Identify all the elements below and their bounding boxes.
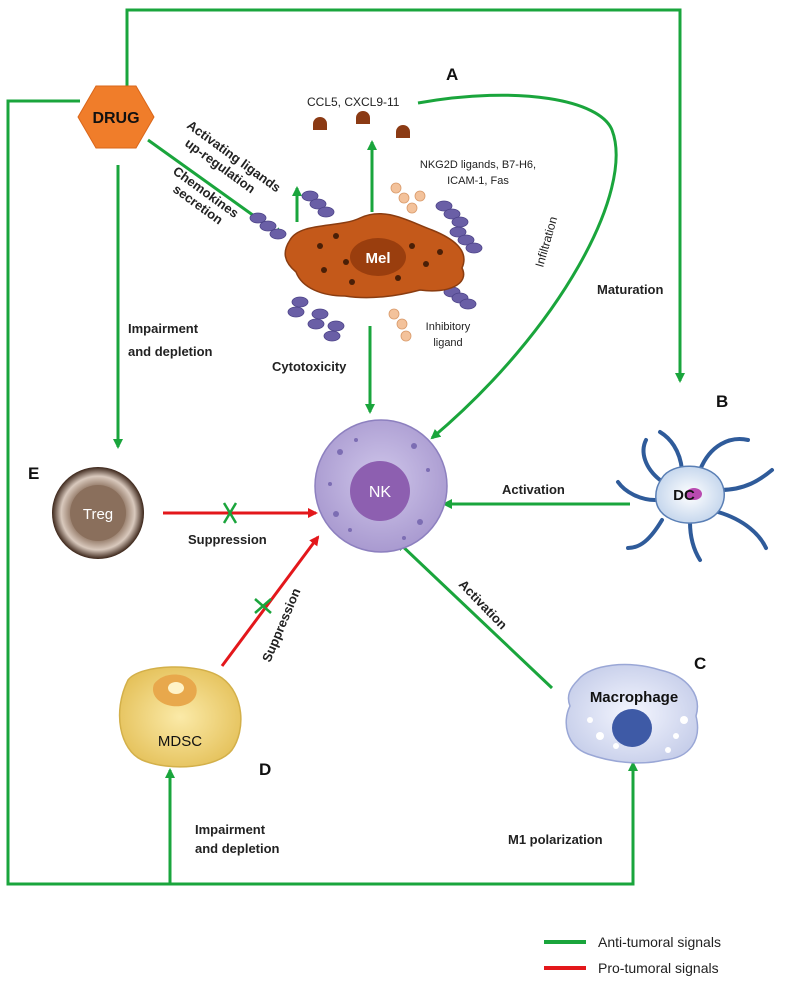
drug-node: DRUG [77, 85, 155, 149]
inhibitory-label-line2: ligand [433, 337, 462, 349]
drug-label: DRUG [92, 110, 139, 127]
legend-pro-label: Pro-tumoral signals [598, 960, 719, 976]
inhibitory-label-line1: Inhibitory [426, 321, 471, 333]
impairment-bottom-label-line1: Impairment [195, 822, 266, 837]
panel-letter-b: B [716, 392, 728, 411]
maturation-label: Maturation [597, 282, 664, 297]
panel-letter-c: C [694, 654, 706, 673]
mel-cell: Mel [284, 213, 465, 299]
macrophage-cell: Macrophage [565, 663, 699, 764]
inhibitory-ligands [388, 182, 426, 342]
block-x-mdsc [254, 598, 272, 614]
chemokines-label: CCL5, CXCL9-11 [307, 95, 400, 109]
mdsc-cell: MDSC [118, 666, 242, 768]
legend-anti-label: Anti-tumoral signals [598, 934, 721, 950]
drug-left-loop-line [6, 99, 638, 886]
infiltration-label: Infiltration [532, 215, 560, 269]
nk-label: NK [369, 484, 392, 501]
legend: Anti-tumoral signals Pro-tumoral signals [544, 934, 721, 976]
impairment-top-label-line2: and depletion [128, 344, 213, 359]
chemokine-shapes [313, 111, 410, 138]
mdsc-label: MDSC [158, 733, 202, 750]
suppression-treg-label: Suppression [188, 532, 267, 547]
cytotoxicity-label: Cytotoxicity [272, 359, 347, 374]
panel-letter-e: E [28, 464, 39, 483]
drug-to-dc-line [125, 8, 685, 383]
suppression-mdsc-label: Suppression [259, 586, 304, 664]
nk-cell: NK [314, 419, 448, 553]
dc-label: DC [673, 487, 695, 504]
nkg2d-label-line1: NKG2D ligands, B7-H6, [420, 159, 536, 171]
macrophage-label: Macrophage [590, 689, 678, 706]
block-x-treg [222, 502, 238, 524]
mel-receptors [249, 190, 483, 342]
impairment-bottom-label-line2: and depletion [195, 841, 280, 856]
m1-polarization-label: M1 polarization [508, 832, 603, 847]
panel-letter-a: A [446, 65, 458, 84]
activation-dc-label: Activation [502, 482, 565, 497]
mel-label: Mel [365, 250, 390, 267]
macrophage-to-nk-line [396, 540, 554, 690]
dc-cell: DC [616, 430, 774, 562]
treg-label: Treg [83, 506, 113, 523]
nkg2d-label-line2: ICAM-1, Fas [447, 175, 509, 187]
infiltration-curve [417, 93, 618, 440]
panel-letter-d: D [259, 760, 271, 779]
impairment-top-label-line1: Impairment [128, 321, 199, 336]
treg-cell: Treg [52, 467, 144, 559]
